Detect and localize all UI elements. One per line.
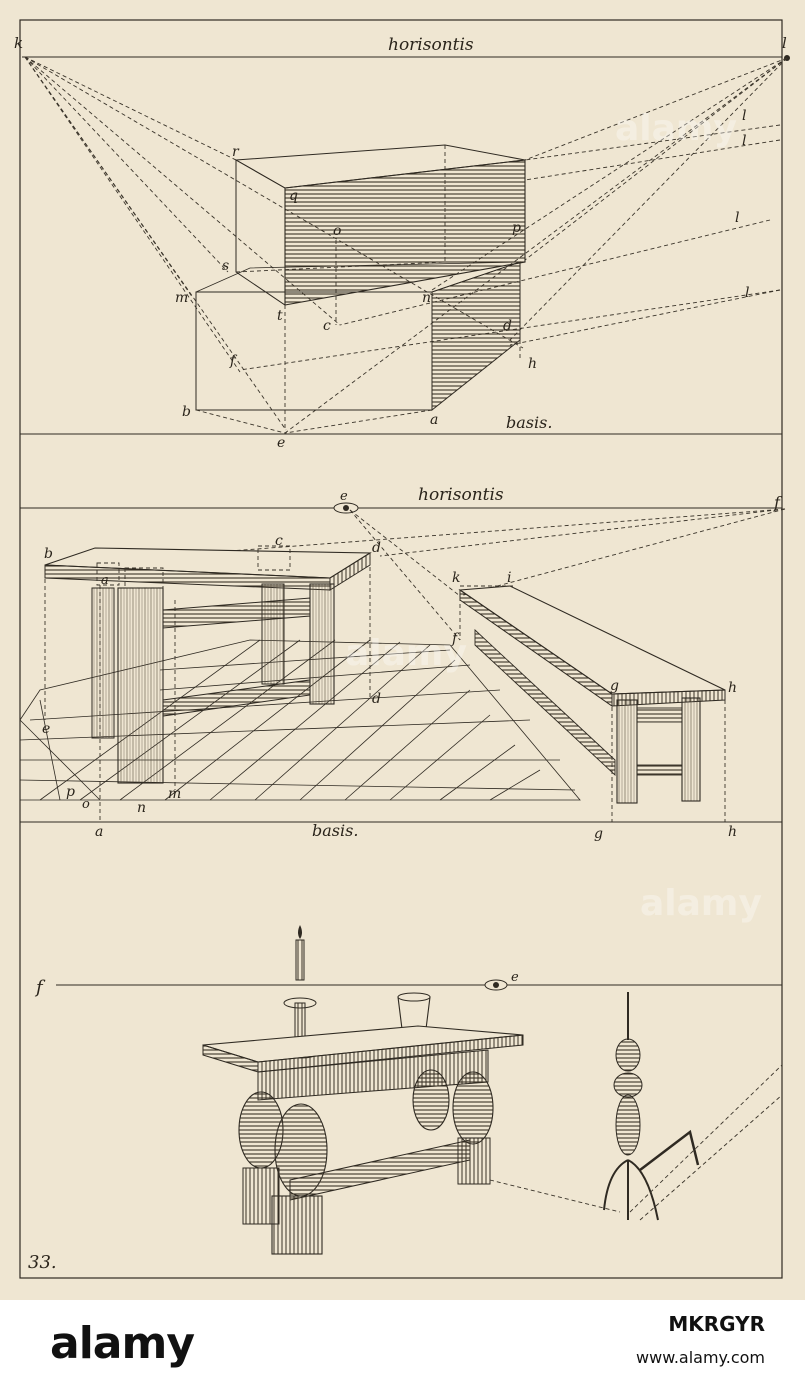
image-id: MKRGYR bbox=[668, 1312, 765, 1336]
pt-d: d bbox=[503, 318, 512, 334]
pt-c: c bbox=[323, 318, 331, 334]
pt-l3: l bbox=[735, 210, 739, 226]
pt-m: m bbox=[175, 290, 188, 306]
eye-icon-2 bbox=[484, 979, 508, 991]
pt-n: n bbox=[422, 290, 431, 306]
engraving-plate: horisontis k l bbox=[0, 0, 805, 1300]
vp-label-k: k bbox=[14, 34, 23, 52]
eye-icon bbox=[333, 502, 359, 514]
pt2-i: i bbox=[507, 570, 511, 586]
pt-t: t bbox=[277, 308, 283, 324]
pt-p: p bbox=[512, 220, 521, 236]
pt-s: s bbox=[222, 258, 229, 274]
vp-label-f: f bbox=[773, 493, 783, 512]
pt2-f: f bbox=[451, 631, 460, 647]
page-number: 33. bbox=[28, 1252, 57, 1273]
panel-1-box-perspective: horisontis k l bbox=[14, 34, 790, 451]
pt2-c: c bbox=[275, 533, 283, 549]
pt2-d: d bbox=[372, 540, 381, 556]
vp-label-l: l bbox=[782, 34, 787, 52]
pt-l1: l bbox=[742, 108, 746, 124]
construction-rays-l bbox=[239, 57, 788, 434]
pt2-e2: e bbox=[42, 721, 50, 737]
base-label-1: basis. bbox=[506, 413, 552, 432]
andiron-illustration bbox=[603, 992, 783, 1221]
eye-letter-e: e bbox=[340, 489, 348, 504]
pt2-h1: h bbox=[728, 680, 737, 696]
pt2-d2: d bbox=[372, 691, 381, 707]
eye-letter-e-3: e bbox=[511, 970, 519, 985]
watermark-1: alamy bbox=[615, 108, 737, 149]
pt2-g2: g bbox=[594, 826, 603, 842]
panel-3-still-life: f e bbox=[28, 925, 783, 1273]
pt2-b: b bbox=[44, 546, 53, 562]
pt-q: q bbox=[289, 188, 298, 204]
pt-e: e bbox=[277, 435, 285, 451]
stock-footer: alamy MKRGYR www.alamy.com bbox=[0, 1300, 805, 1390]
pt-h: h bbox=[528, 356, 537, 372]
pt2-n: n bbox=[137, 800, 146, 816]
base-label-2: basis. bbox=[312, 821, 358, 840]
pt2-p: p bbox=[66, 784, 75, 800]
pt-f: f bbox=[229, 353, 238, 369]
pt2-a1: a bbox=[101, 573, 109, 588]
bench-illustration bbox=[458, 585, 726, 822]
pt-o: o bbox=[333, 223, 341, 239]
horizon-label-1: horisontis bbox=[388, 35, 474, 55]
pt2-g1: g bbox=[610, 678, 619, 694]
turned-leg-table-illustration bbox=[202, 1025, 621, 1255]
pt2-a2: a bbox=[95, 824, 103, 840]
pt2-h2: h bbox=[728, 824, 737, 840]
footer-url[interactable]: www.alamy.com bbox=[636, 1348, 765, 1367]
horizon-label-2: horisontis bbox=[418, 485, 504, 505]
pt-l4: l bbox=[745, 285, 749, 301]
plate-border bbox=[19, 19, 783, 1279]
pt-r: r bbox=[232, 144, 240, 160]
pt2-m: m bbox=[168, 786, 181, 802]
table-illustration bbox=[44, 545, 372, 820]
panel-2-table-bench: horisontis e f bbox=[19, 485, 786, 842]
pt-b: b bbox=[182, 404, 191, 420]
pt-a: a bbox=[430, 412, 438, 428]
watermarks: alamy alamy alamy bbox=[345, 108, 762, 924]
footer-logo[interactable]: alamy bbox=[50, 1318, 195, 1369]
pt-l2: l bbox=[742, 133, 746, 149]
watermark-2: alamy bbox=[345, 633, 467, 674]
pt2-k: k bbox=[452, 570, 460, 586]
watermark-3: alamy bbox=[640, 883, 762, 924]
pt2-o: o bbox=[82, 797, 90, 812]
